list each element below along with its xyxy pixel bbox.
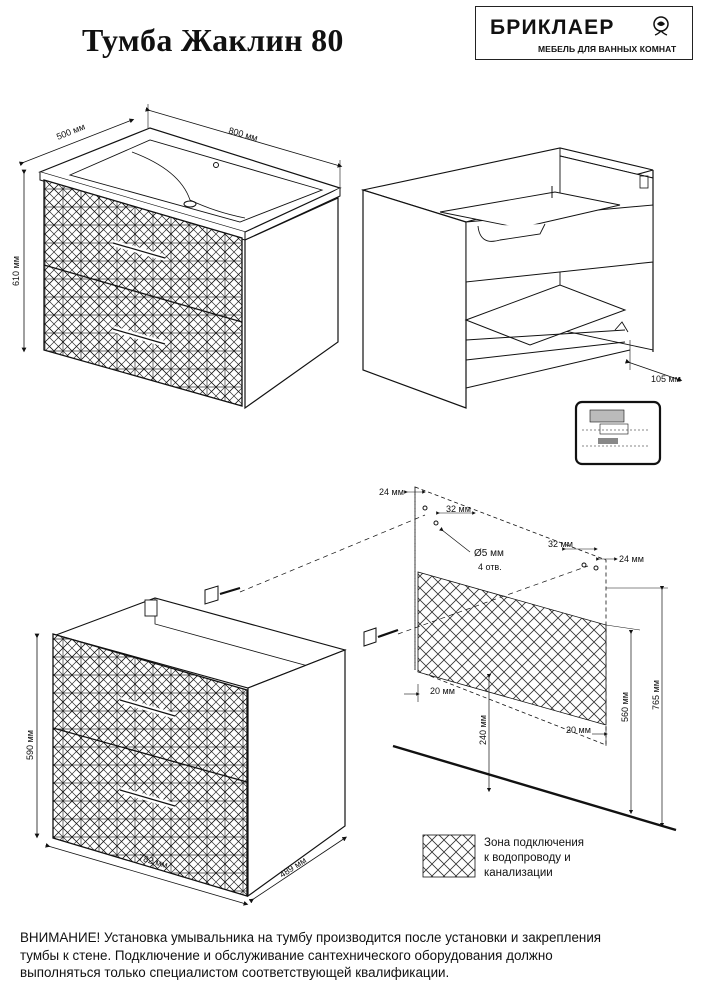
mount-right-offset: 24 мм: [619, 554, 644, 564]
legend-line: канализации: [484, 867, 553, 879]
rose-icon: [653, 16, 669, 36]
technical-drawing: 800 мм 500 мм 610 мм 105 мм: [11, 104, 683, 906]
brand-tagline: МЕБЕЛЬ ДЛЯ ВАННЫХ КОМНАТ: [538, 44, 677, 54]
mount-hole-spacing-left: 32 мм: [446, 504, 471, 514]
legend-line: к водопроводу и: [484, 852, 571, 864]
legend-text: Зона подключения к водопроводу и канализ…: [484, 836, 584, 881]
connection-zone-swatch: [422, 834, 476, 878]
hinge-detail-inset: [574, 400, 662, 466]
top-width-label: 800 мм: [227, 125, 259, 143]
legend-line: Зона подключения: [484, 837, 584, 849]
notice-line: тумбы к стене. Подключение и обслуживани…: [20, 947, 553, 963]
bottom-height-label: 590 мм: [25, 730, 35, 760]
mount-zone-left: 20 мм: [430, 686, 455, 696]
warning-notice: ВНИМАНИЕ! Установка умывальника на тумбу…: [20, 929, 690, 982]
notice-line: ВНИМАНИЕ! Установка умывальника на тумбу…: [20, 930, 602, 945]
notice-line: выполняться только специалистом соответс…: [20, 965, 450, 980]
open-offset-label: 105 мм: [651, 374, 681, 384]
mount-zone-height: 560 мм: [620, 692, 630, 722]
top-depth-label: 500 мм: [55, 121, 86, 141]
brand-logo: БРИКЛАЕР МЕБЕЛЬ ДЛЯ ВАННЫХ КОМНАТ: [475, 6, 693, 60]
assembled-cabinet-view: 800 мм 500 мм 610 мм: [11, 104, 343, 410]
top-height-label: 610 мм: [11, 256, 21, 286]
mounting-diagram: 24 мм 32 мм 32 мм 24 мм Ø5 мм 4 отв. 20 …: [204, 486, 677, 832]
mount-hole-diameter: Ø5 мм: [474, 548, 504, 559]
page-title: Тумба Жаклин 80: [82, 22, 344, 58]
mount-zone-right: 20 мм: [566, 725, 591, 735]
cabinet-without-sink-view: 590 мм 782 мм 489 мм: [25, 597, 347, 906]
mount-floor-to-zone: 240 мм: [478, 715, 488, 745]
mount-total-height: 765 мм: [651, 680, 661, 710]
open-cabinet-view: 105 мм: [360, 147, 683, 409]
mount-left-offset: 24 мм: [379, 487, 404, 497]
mount-hole-count: 4 отв.: [478, 562, 502, 572]
mount-hole-spacing-right: 32 мм: [548, 539, 573, 549]
brand-name: БРИКЛАЕР: [490, 16, 615, 39]
